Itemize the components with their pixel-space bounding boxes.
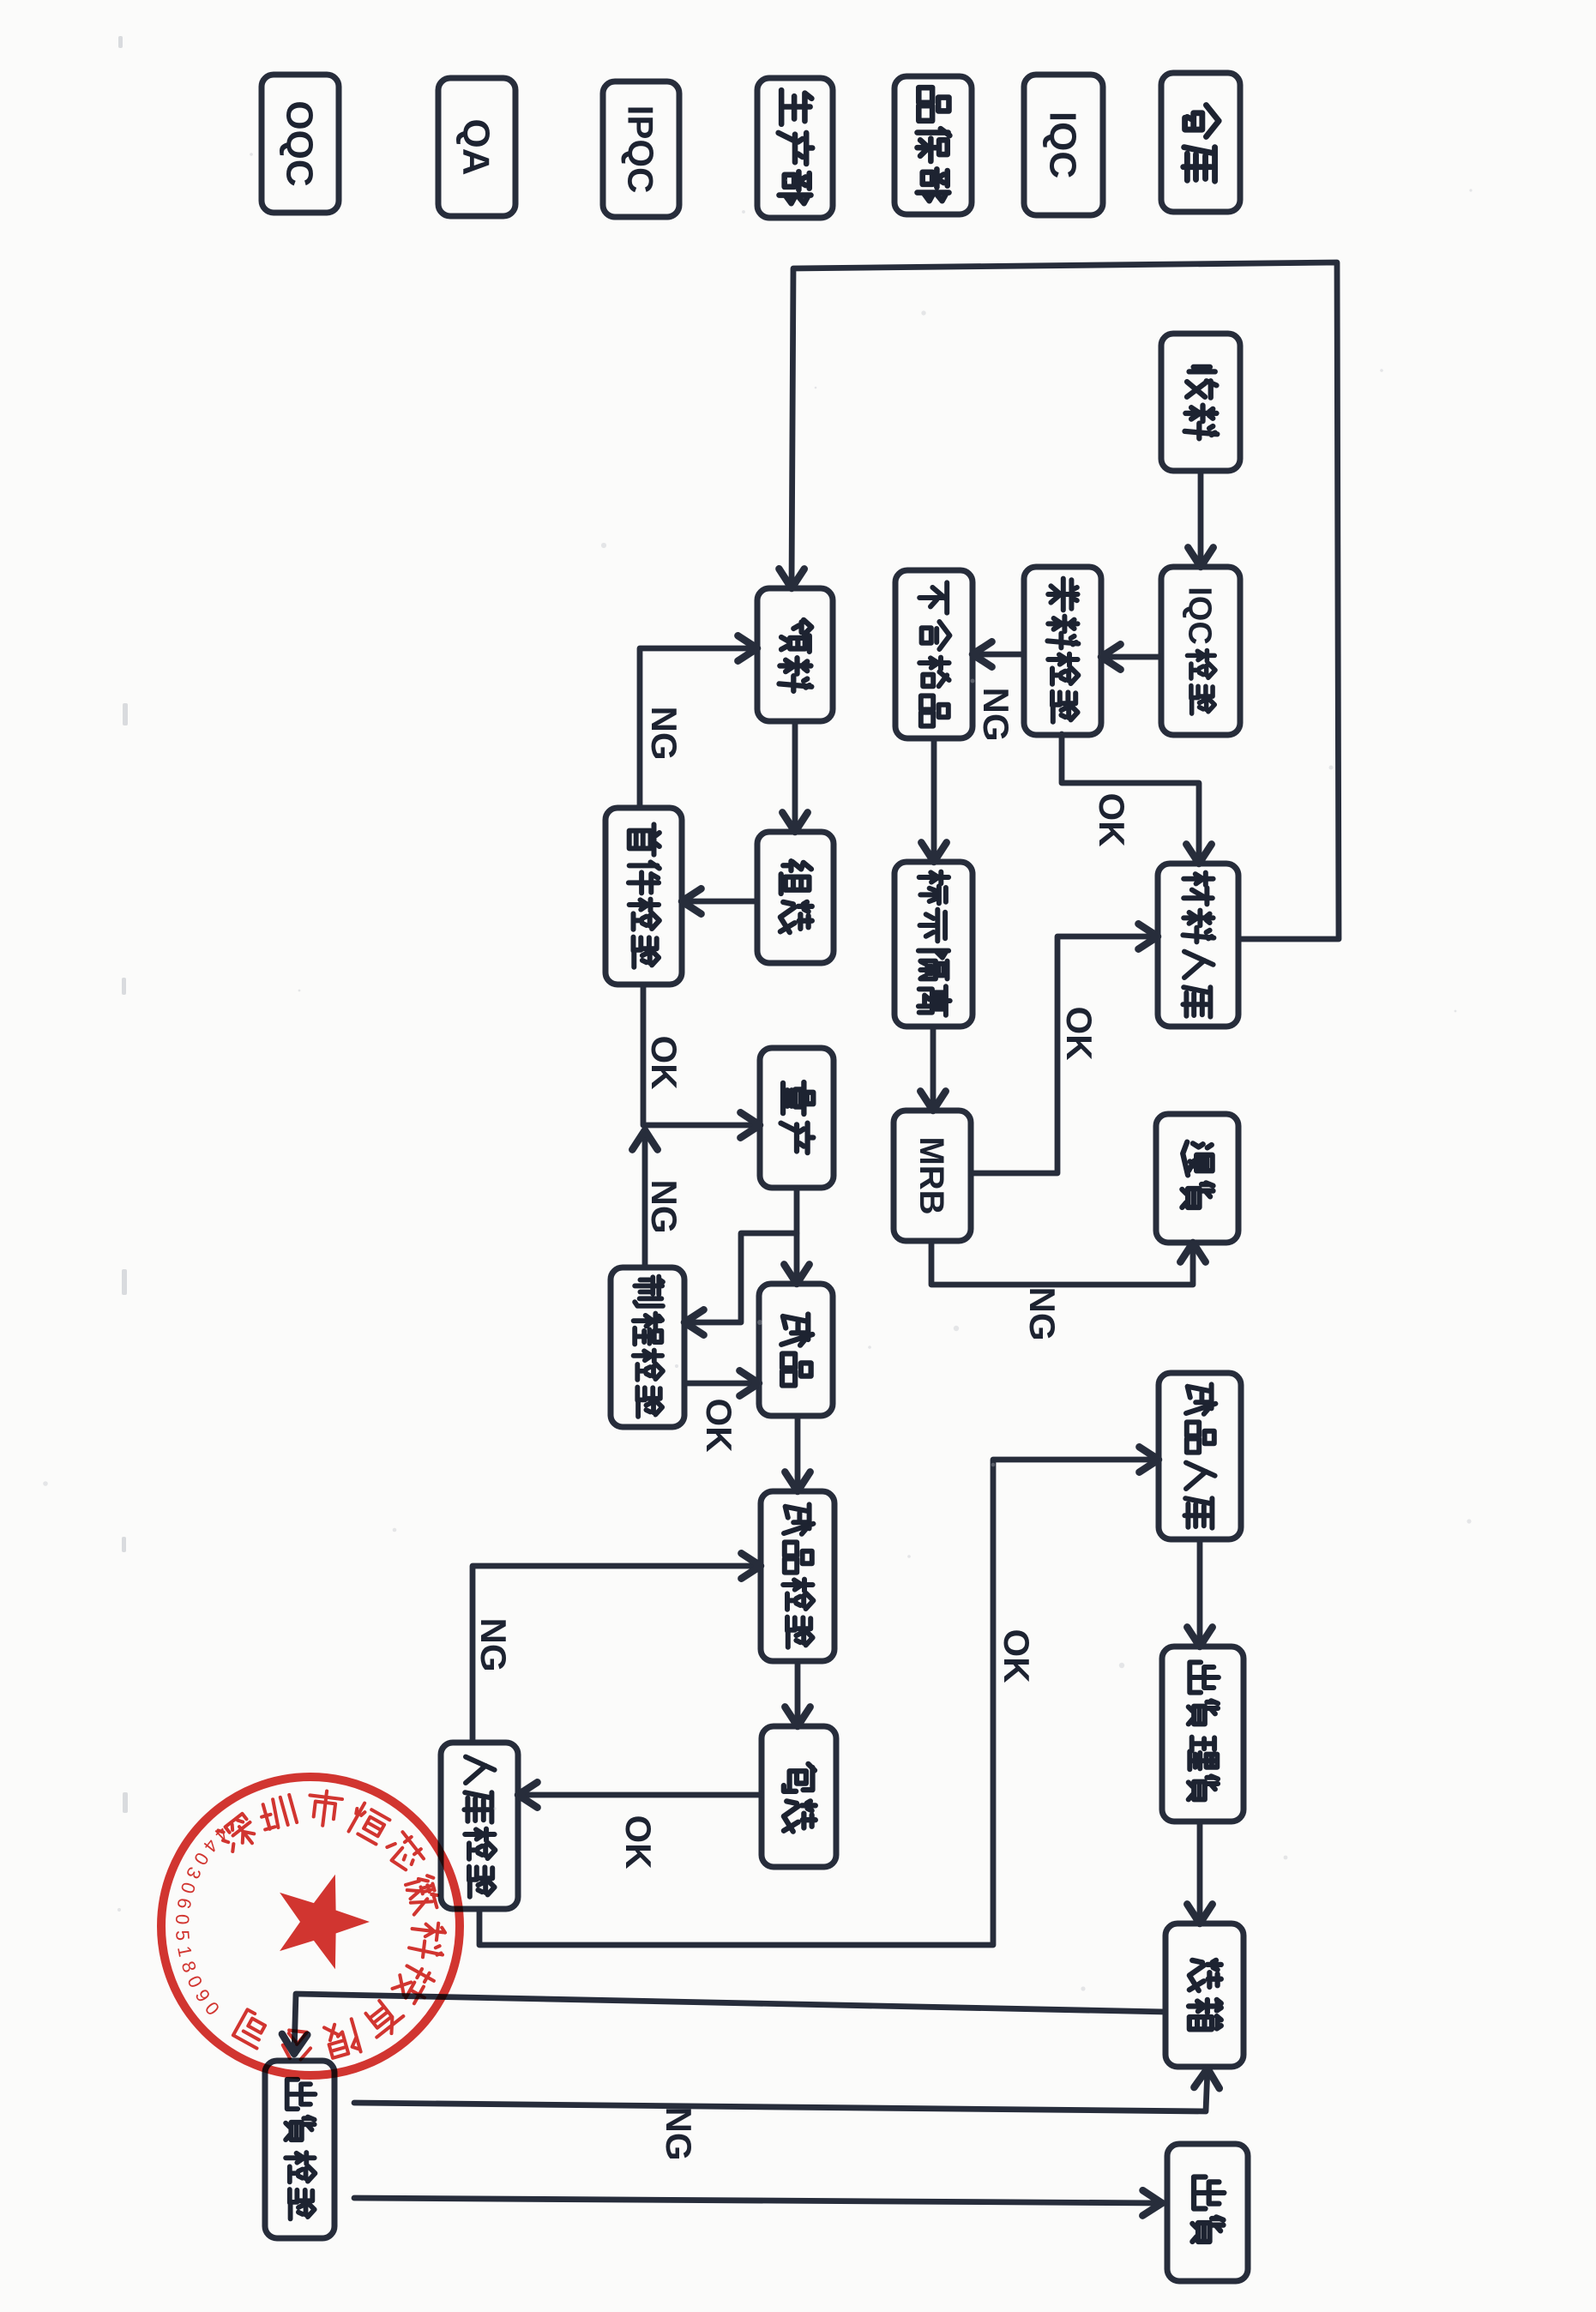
svg-text:5: 5 — [172, 1930, 194, 1942]
svg-text:3: 3 — [182, 1863, 206, 1882]
svg-text:OQC: OQC — [278, 100, 320, 186]
svg-text:8: 8 — [177, 1959, 201, 1976]
svg-text:6: 6 — [173, 1896, 196, 1910]
svg-text:OK: OK — [997, 1629, 1037, 1683]
svg-text:NG: NG — [1022, 1287, 1063, 1341]
svg-text:IPQC: IPQC — [621, 105, 661, 194]
svg-text:NG: NG — [976, 688, 1016, 742]
svg-text:NG: NG — [644, 707, 684, 761]
svg-text:NG: NG — [659, 2107, 699, 2161]
svg-text:OK: OK — [644, 1036, 684, 1090]
svg-text:0: 0 — [172, 1913, 194, 1925]
svg-text:MRB: MRB — [912, 1136, 950, 1214]
svg-text:OK: OK — [1059, 1007, 1099, 1061]
svg-text:OK: OK — [699, 1399, 739, 1453]
svg-text:QA: QA — [455, 119, 497, 176]
svg-text:0: 0 — [177, 1880, 201, 1896]
svg-text:OK: OK — [618, 1815, 659, 1869]
svg-text:IQC: IQC — [1041, 111, 1083, 178]
svg-text:NG: NG — [473, 1618, 514, 1672]
svg-text:1: 1 — [173, 1944, 196, 1959]
svg-text:NG: NG — [644, 1180, 684, 1234]
svg-text:IQC: IQC — [1182, 587, 1218, 645]
svg-text:OK: OK — [1092, 793, 1132, 847]
